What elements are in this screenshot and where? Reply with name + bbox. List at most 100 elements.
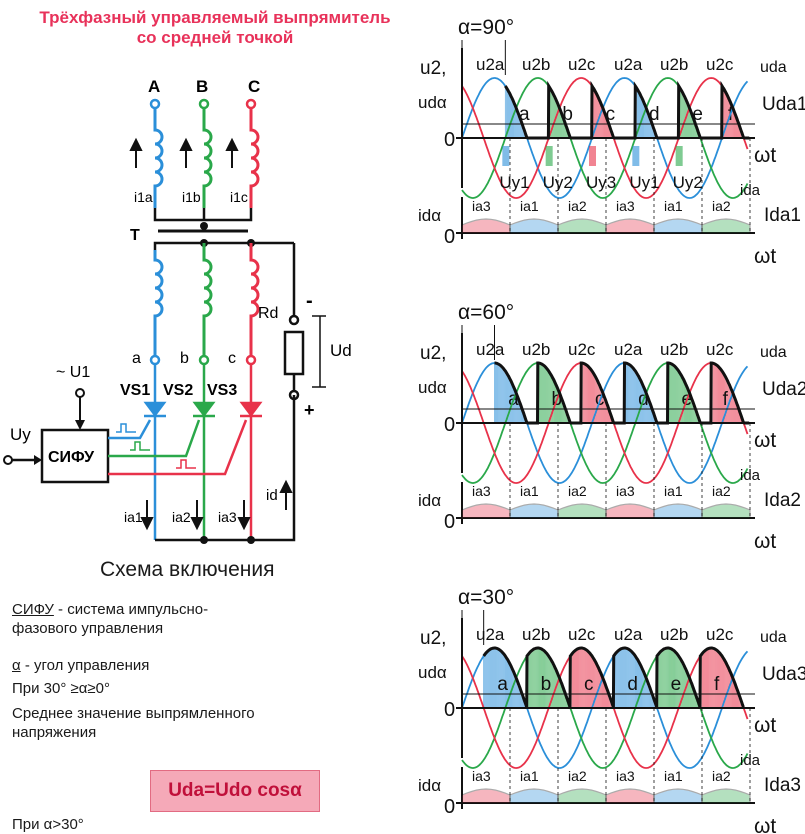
- mean-value-line-1: Среднее значение выпрямленного: [12, 705, 255, 722]
- gate-pulse-label: Uy1: [629, 173, 659, 192]
- secondary-node-c: c: [228, 350, 236, 367]
- id-alpha-label: idα: [418, 776, 441, 795]
- anode-current-pulse: [653, 503, 703, 519]
- anode-current-pulse: [701, 788, 751, 804]
- anode-current-label: ia1: [520, 198, 539, 214]
- phase-curve-label: u2c: [706, 340, 734, 359]
- circuit-diagram: A B C i1a i1b i1c T a b c Rd - +: [3, 77, 352, 544]
- secondary-node-a: a: [132, 350, 141, 367]
- load-resistor-label: Rd: [258, 305, 278, 322]
- anode-current-pulse: [701, 218, 751, 234]
- segment-label: c: [606, 104, 616, 125]
- phase-label-c: C: [248, 77, 260, 96]
- footer-note: При α>30°: [12, 816, 84, 833]
- gate-pulse: [502, 146, 510, 166]
- alpha-label-3: α=30°: [458, 586, 514, 609]
- anode-current-3: ia3: [218, 509, 237, 525]
- wt-label-current: ωt: [754, 815, 776, 833]
- phase-curve-label: u2b: [522, 55, 550, 74]
- sifu-definition-2: фазового управления: [12, 620, 164, 637]
- anode-current-pulse: [509, 218, 559, 234]
- anode-current-pulse: [605, 503, 655, 519]
- ida-label: ida: [740, 752, 761, 769]
- segment-label: d: [649, 104, 660, 125]
- zero-label: 0: [444, 414, 455, 436]
- anode-current-label: ia1: [520, 768, 539, 784]
- segment-label: d: [627, 674, 638, 695]
- primary-current-b: i1b: [182, 189, 201, 205]
- gate-pulse-label: Uy2: [543, 173, 573, 192]
- zero-label-current: 0: [444, 511, 455, 533]
- thyristor-label-vs3: VS3: [207, 382, 237, 399]
- anode-current-pulse: [557, 503, 607, 519]
- anode-current-label: ia1: [664, 198, 683, 214]
- zero-label-current: 0: [444, 226, 455, 248]
- anode-current-label: ia3: [472, 483, 491, 499]
- anode-current-label: ia2: [712, 198, 731, 214]
- zero-label-current: 0: [444, 796, 455, 818]
- phase-curve-label: u2a: [476, 55, 505, 74]
- anode-current-1: ia1: [124, 509, 143, 525]
- ida-label: ida: [740, 182, 761, 199]
- minus-sign: -: [306, 290, 313, 312]
- sifu-abbr: СИФУ: [12, 601, 54, 618]
- gate-pulse: [675, 146, 683, 166]
- phase-curve-label: u2a: [476, 340, 505, 359]
- primary-current-a: i1a: [134, 189, 153, 205]
- mean-value-line-2: напряжения: [12, 724, 97, 741]
- title: Трёхфазный управляемый выпрямитель со ср…: [0, 8, 430, 48]
- ud-alpha-label: udα: [418, 663, 447, 682]
- phase-curve-label: u2c: [568, 55, 596, 74]
- phase-curve-label: u2c: [568, 340, 596, 359]
- anode-current-label: ia2: [568, 768, 587, 784]
- anode-current-pulse: [509, 503, 559, 519]
- segment-label: a: [519, 104, 530, 125]
- phase-curve-label: u2a: [476, 625, 505, 644]
- primary-current-c: i1c: [230, 189, 248, 205]
- phase-curve-label: u2a: [614, 55, 643, 74]
- rectified-output: [494, 361, 750, 425]
- rectified-output: [482, 646, 745, 708]
- ud-mean-label: Uda2: [762, 379, 805, 400]
- phase-curve-label: u2b: [660, 55, 688, 74]
- notes-block: СИФУ - система импульсно- фазового управ…: [12, 600, 412, 742]
- u2-label: u2,: [420, 343, 446, 364]
- gate-pulse-label: Uy3: [586, 173, 616, 192]
- wt-label-current: ωt: [754, 530, 776, 553]
- schematic-caption: Схема включения: [100, 558, 275, 581]
- phase-curve-label: u2b: [522, 340, 550, 359]
- anode-current-pulse: [653, 788, 703, 804]
- anode-current-pulse: [557, 218, 607, 234]
- load-current-label: id: [266, 487, 278, 504]
- anode-current-label: ia2: [712, 483, 731, 499]
- anode-current-pulse: [653, 218, 703, 234]
- zero-label: 0: [444, 129, 455, 151]
- wt-label-current: ωt: [754, 245, 776, 268]
- phase-curve-label: u2b: [522, 625, 550, 644]
- segment-label: e: [671, 674, 682, 695]
- gate-pulse: [589, 146, 596, 166]
- anode-current-pulse: [461, 503, 511, 519]
- uda-label: uda: [760, 59, 787, 76]
- ud-alpha-label: udα: [418, 93, 447, 112]
- zero-label: 0: [444, 699, 455, 721]
- gate-pulse-label: Uy1: [499, 173, 529, 192]
- alpha-label-2: α=60°: [458, 301, 514, 324]
- alpha-definition: - угол управления: [20, 657, 150, 674]
- anode-current-pulse: [701, 503, 751, 519]
- id-mean-label: Ida2: [764, 490, 801, 511]
- control-input-label: Uy: [10, 425, 31, 444]
- anode-current-pulse: [605, 788, 655, 804]
- segment-label: f: [723, 389, 729, 410]
- gate-pulse: [632, 146, 640, 166]
- id-alpha-label: idα: [418, 491, 441, 510]
- anode-current-pulse: [557, 788, 607, 804]
- uda-label: uda: [760, 629, 787, 646]
- ida-label: ida: [740, 467, 761, 484]
- anode-current-label: ia1: [520, 483, 539, 499]
- anode-current-pulse: [461, 218, 511, 234]
- anode-current-pulse: [509, 788, 559, 804]
- phase-label-b: B: [196, 77, 208, 96]
- gate-pulse: [545, 146, 553, 166]
- anode-current-2: ia2: [172, 509, 191, 525]
